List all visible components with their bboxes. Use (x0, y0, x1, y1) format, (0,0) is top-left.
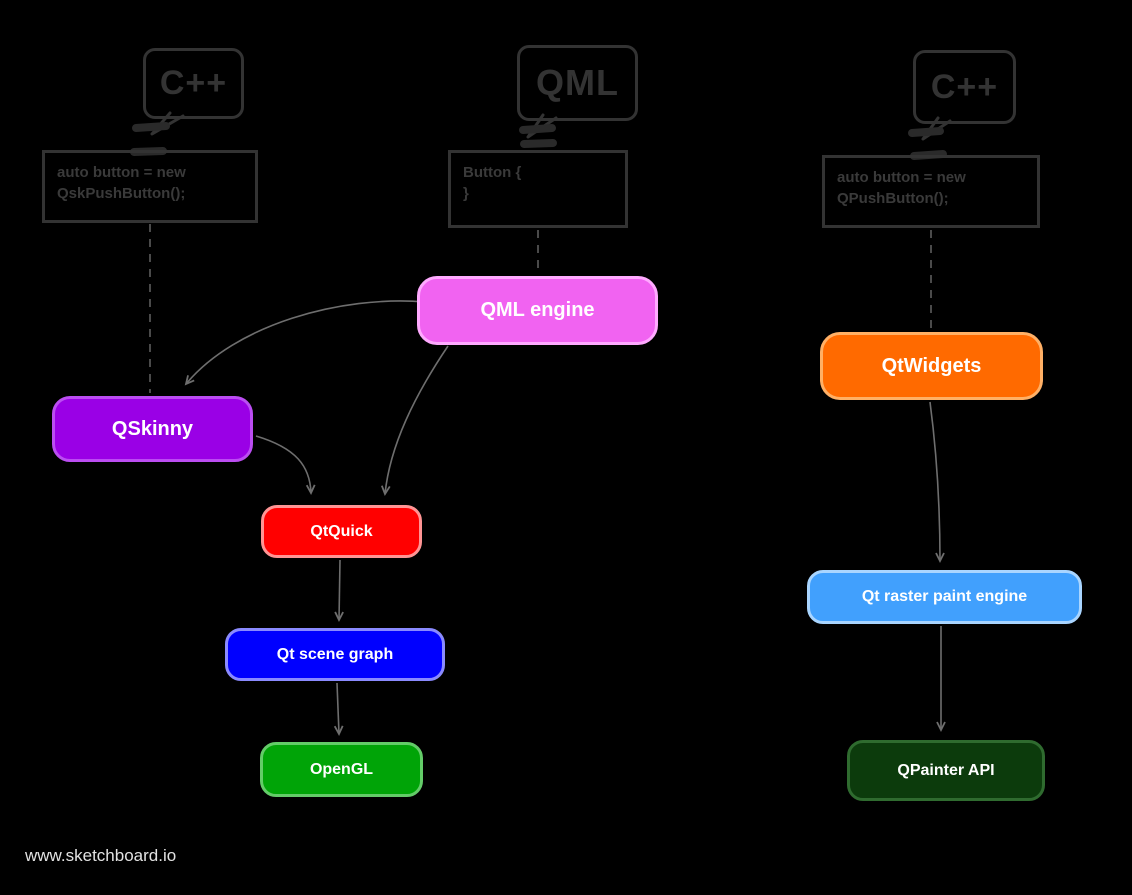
node-qt-scene-graph[interactable]: Qt scene graph (225, 628, 445, 681)
code-line: auto button = new (837, 169, 966, 186)
edge-qskinny-qtquick[interactable] (255, 435, 316, 496)
speech-bubble-cpp-left[interactable]: C++ (143, 48, 244, 119)
edge-qtwidgets-raster[interactable] (929, 401, 945, 564)
node-label: QtWidgets (881, 354, 982, 377)
node-label: QtQuick (310, 522, 373, 540)
node-label: OpenGL (309, 760, 374, 778)
smudge-mark (519, 124, 556, 134)
code-line: } (463, 185, 469, 202)
bubble-tail-qml (526, 113, 558, 139)
code-line: QPushButton(); (837, 190, 949, 207)
smudge-mark (132, 122, 170, 132)
smudge-mark (520, 139, 557, 148)
code-line: auto button = new (57, 164, 186, 181)
edge-scenegraph-opengl[interactable] (333, 682, 344, 737)
bubble-label: C++ (930, 67, 999, 106)
speech-bubble-cpp-right[interactable]: C++ (913, 50, 1016, 124)
node-label: QPainter API (897, 761, 995, 779)
node-qml-engine[interactable]: QML engine (417, 276, 658, 345)
bubble-label: C++ (159, 64, 228, 102)
node-opengl[interactable]: OpenGL (260, 742, 423, 797)
code-box-left[interactable]: auto button = new QskPushButton(); (42, 150, 258, 223)
node-qt-raster-paint-engine[interactable]: Qt raster paint engine (807, 570, 1082, 624)
code-box-right[interactable]: auto button = new QPushButton(); (822, 155, 1040, 228)
code-line: QskPushButton(); (57, 185, 186, 202)
node-qtwidgets[interactable]: QtWidgets (820, 332, 1043, 400)
node-label: Qt scene graph (276, 645, 394, 663)
code-box-middle[interactable]: Button { } (448, 150, 628, 228)
node-label: QSkinny (111, 417, 194, 440)
code-line: Button { (463, 164, 522, 181)
edge-qmlengine-qskinny[interactable] (184, 300, 426, 386)
node-qtquick[interactable]: QtQuick (261, 505, 422, 558)
sketchboard-watermark-link[interactable]: www.sketchboard.io (25, 846, 177, 865)
node-qpainter-api[interactable]: QPainter API (847, 740, 1045, 801)
edge-qmlengine-qtquick[interactable] (380, 345, 449, 497)
smudge-mark (908, 127, 944, 137)
edge-qtquick-scenegraph[interactable] (334, 559, 344, 623)
node-label: Qt raster paint engine (861, 588, 1028, 605)
bubble-label: QML (536, 62, 619, 103)
bubble-tail-cpp-right (921, 116, 952, 141)
bubble-tail-cpp-left (150, 111, 185, 136)
node-qskinny[interactable]: QSkinny (52, 396, 253, 462)
speech-bubble-qml[interactable]: QML (517, 45, 638, 121)
node-label: QML engine (480, 299, 595, 321)
